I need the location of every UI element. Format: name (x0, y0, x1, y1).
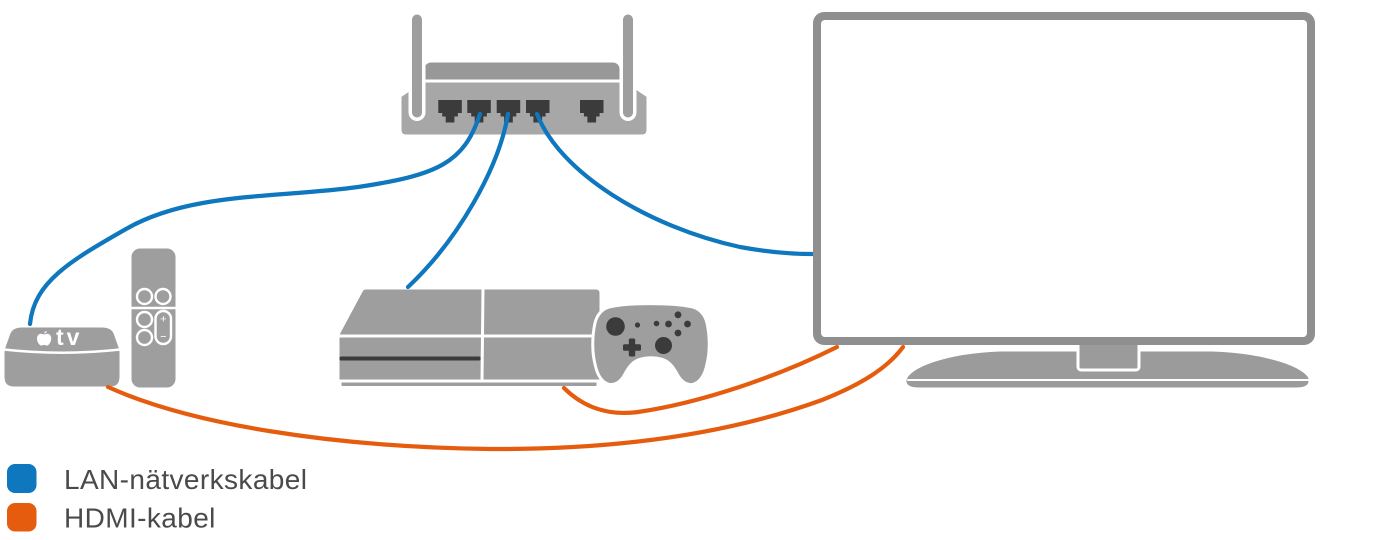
hdmi-cable-console-to-tv (561, 344, 840, 415)
tv-stand-neck (1076, 340, 1141, 372)
cables (27, 111, 906, 452)
ethernet-port-4 (526, 100, 550, 123)
hdmi-cable-apple-tv-to-tv (105, 344, 906, 452)
tv-screen (821, 20, 1307, 337)
router-ports (438, 100, 604, 123)
apple-tv-logo-text: tv (56, 324, 82, 350)
legend-swatch-lan (7, 464, 37, 493)
a-button (674, 329, 682, 337)
wifi-router (398, 11, 650, 138)
ethernet-port-1 (438, 100, 462, 123)
lan-cable-router-to-tv (534, 111, 815, 257)
apple-tv-edge-line (2, 348, 122, 355)
game-controller (591, 302, 711, 387)
remote-menu-button (135, 287, 154, 306)
router-antenna-right (619, 11, 637, 121)
apple-tv: tv (1, 324, 123, 390)
controller-body (591, 302, 711, 387)
remote-play-button (135, 328, 154, 347)
legend-label-lan: LAN-nätverkskabel (64, 464, 307, 495)
apple-tv-logo: tv (37, 324, 82, 350)
volume-minus-icon: − (160, 331, 166, 343)
dpad-icon (623, 338, 641, 357)
remote-home-button (154, 287, 172, 306)
remote-siri-button (135, 310, 154, 329)
siri-remote: + − (128, 245, 179, 391)
router-antenna-left (408, 11, 426, 121)
volume-plus-icon: + (160, 314, 166, 326)
apple-logo-icon (37, 331, 52, 346)
ethernet-port-2 (467, 100, 491, 123)
legend-swatch-hdmi (7, 503, 37, 532)
right-stick (655, 337, 672, 354)
lan-cable-router-to-apple-tv (27, 111, 483, 327)
tv (813, 12, 1315, 391)
view-button (634, 322, 641, 328)
ethernet-port-3 (496, 100, 521, 123)
console-divider-line (480, 286, 485, 383)
remote-body (128, 245, 179, 391)
legend: LAN-nätverkskabel HDMI-kabel (7, 464, 307, 534)
lan-cable-router-to-console (405, 111, 511, 290)
left-stick (606, 317, 625, 336)
x-button (665, 320, 672, 328)
b-button (684, 320, 691, 328)
disc-slot (339, 356, 481, 361)
antenna-body (623, 14, 633, 118)
y-button (674, 311, 682, 319)
game-console (336, 286, 603, 389)
dpad-horizontal (623, 344, 641, 351)
menu-button (653, 320, 660, 327)
wan-port (580, 100, 604, 123)
router-front-panel (398, 79, 650, 138)
antenna-body (412, 14, 422, 118)
remote-volume-rocker (154, 309, 173, 346)
legend-label-hdmi: HDMI-kabel (64, 503, 216, 534)
